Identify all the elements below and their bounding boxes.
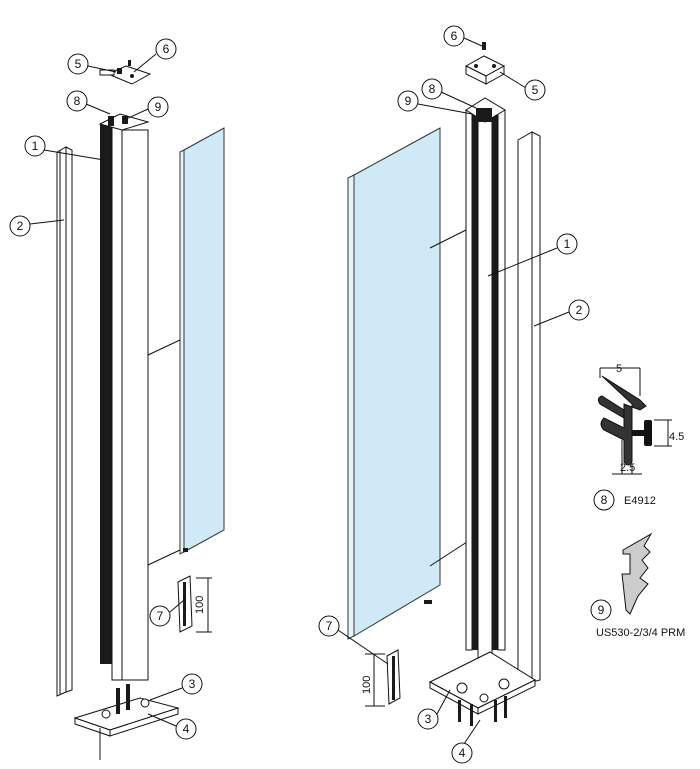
right-bracket-height-dim: 100 xyxy=(361,676,373,694)
callout-3-right: 3 xyxy=(417,708,439,730)
svg-text:2: 2 xyxy=(576,303,583,317)
right-bracket: 100 xyxy=(361,649,401,707)
seal-8-code: E4912 xyxy=(624,495,656,507)
svg-text:4: 4 xyxy=(459,746,466,760)
left-bracket-height-dim: 100 xyxy=(194,596,206,614)
callout-9-left: 9 xyxy=(147,96,169,118)
svg-text:7: 7 xyxy=(157,609,164,623)
callout-6-right: 6 xyxy=(443,25,465,47)
callout-3-left: 3 xyxy=(181,673,203,695)
callout-7-right: 7 xyxy=(318,615,340,637)
callout-8-left: 8 xyxy=(66,90,88,112)
svg-text:8: 8 xyxy=(429,82,436,96)
svg-text:1: 1 xyxy=(564,237,571,251)
svg-text:3: 3 xyxy=(189,677,196,691)
left-main-post xyxy=(98,113,150,681)
right-main-post xyxy=(465,97,506,661)
left-assembly: 100 xyxy=(56,60,225,760)
left-side-profile xyxy=(56,146,73,697)
callout-8-seal: 8 xyxy=(593,489,615,511)
seal-9-profile: US530-2/3/4 PRM xyxy=(596,532,685,639)
leader-lines xyxy=(29,37,570,745)
svg-text:8: 8 xyxy=(74,94,81,108)
left-top-cap xyxy=(99,60,152,85)
svg-text:4: 4 xyxy=(183,722,190,736)
seal-8-base-dim: 2.5 xyxy=(620,462,635,474)
svg-text:3: 3 xyxy=(425,712,432,726)
svg-text:6: 6 xyxy=(163,42,170,56)
svg-text:5: 5 xyxy=(532,83,539,97)
right-top-cap xyxy=(464,42,506,85)
left-bracket: 100 xyxy=(177,575,212,633)
callout-9-right: 9 xyxy=(397,90,419,112)
svg-text:9: 9 xyxy=(598,603,605,617)
right-side-profile xyxy=(517,131,541,691)
callout-2-left: 2 xyxy=(9,215,31,237)
callout-6-left: 6 xyxy=(155,38,177,60)
svg-text:7: 7 xyxy=(326,619,333,633)
svg-text:8: 8 xyxy=(601,493,608,507)
seal-8-height-dim: 4.5 xyxy=(669,431,684,443)
svg-text:2: 2 xyxy=(17,219,24,233)
svg-text:1: 1 xyxy=(32,139,39,153)
callout-5-left: 5 xyxy=(67,53,89,75)
svg-text:9: 9 xyxy=(155,100,162,114)
callout-2-right: 2 xyxy=(568,299,590,321)
callout-5-right: 5 xyxy=(524,79,546,101)
callout-8-right: 8 xyxy=(421,78,443,100)
left-glass-panel xyxy=(179,127,225,555)
seal-8-profile: 5 4.5 2.5 E4912 xyxy=(597,363,684,507)
right-glass-panel xyxy=(347,127,441,640)
callout-1-right: 1 xyxy=(556,233,578,255)
right-assembly: 100 xyxy=(347,42,541,726)
callout-1-left: 1 xyxy=(24,135,46,157)
callout-4-left: 4 xyxy=(175,718,197,740)
callout-9-seal: 9 xyxy=(590,599,612,621)
svg-text:6: 6 xyxy=(451,29,458,43)
callout-4-right: 4 xyxy=(451,742,473,764)
svg-text:5: 5 xyxy=(75,57,82,71)
seal-8-width-dim: 5 xyxy=(616,363,622,375)
callout-7-left: 7 xyxy=(149,605,171,627)
left-base-plate xyxy=(73,684,180,760)
svg-text:9: 9 xyxy=(405,94,412,108)
seal-9-code: US530-2/3/4 PRM xyxy=(596,627,685,639)
right-base-plate xyxy=(428,651,537,726)
